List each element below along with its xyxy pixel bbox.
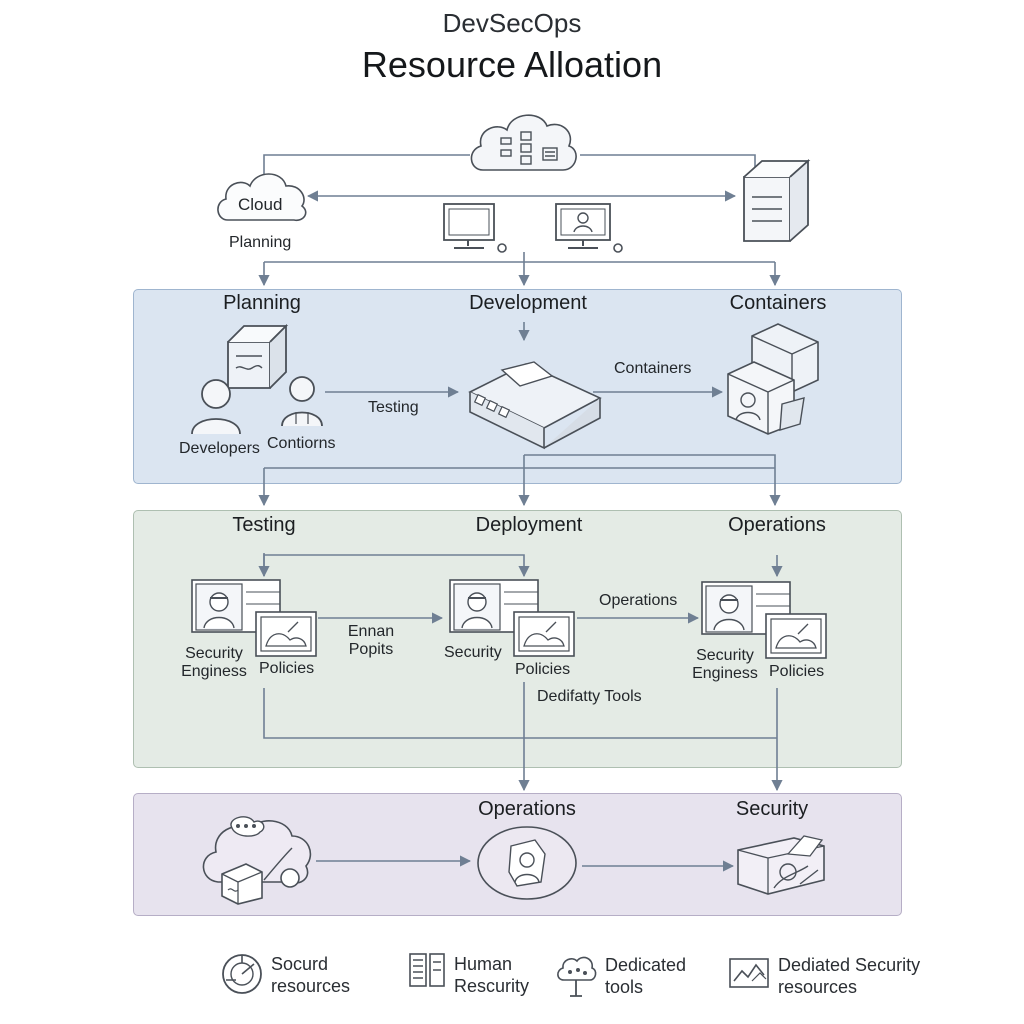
- security-label-2: Security: [444, 644, 502, 661]
- developer-person-icon: [191, 379, 241, 435]
- policies-label-1: Policies: [259, 660, 315, 677]
- cloud-tree-icon: [557, 956, 597, 997]
- header-planning: Planning: [223, 292, 301, 314]
- dedicated-tools-label: Dedifatty Tools: [537, 688, 642, 705]
- legend-dedicated-security-resources: Dediated Security resources: [778, 955, 921, 997]
- security-engineer-label-3: Security Enginess: [692, 647, 758, 683]
- monitor-icon: [443, 203, 507, 253]
- legend-human-security: Human Rescurity: [454, 954, 530, 996]
- security-engineer-text-1: Security Enginess: [181, 645, 247, 680]
- legend-secured-resources: Socurd resources: [271, 954, 351, 996]
- planning-caption: Planning: [229, 234, 292, 251]
- operations-arrow-label: Operations: [599, 592, 678, 609]
- cloud-label: Cloud: [238, 195, 283, 214]
- server-rack-icon: [409, 953, 445, 987]
- contions-label: Contiorns: [267, 435, 336, 452]
- testing-arrow-note-text: Ennan Popits: [347, 623, 395, 658]
- header-security-bottom: Security: [735, 798, 809, 820]
- security-card-icon: [449, 579, 575, 657]
- header-testing: Testing: [232, 514, 296, 536]
- chat-cloud-icon: [202, 816, 312, 905]
- header-containers: Containers: [729, 292, 827, 314]
- header-operations-bottom: Operations: [478, 798, 576, 820]
- development-platform-icon: [468, 361, 602, 450]
- contributor-person-icon: [281, 376, 323, 427]
- security-engineer-label-1: Security Enginess: [181, 645, 247, 681]
- containers-stack-icon: [727, 323, 819, 435]
- header-development: Development: [469, 292, 587, 314]
- diagram-subtitle: DevSecOps: [442, 8, 582, 38]
- package-box-icon: [227, 323, 289, 389]
- policies-label-2: Policies: [515, 661, 571, 678]
- header-operations: Operations: [728, 514, 826, 536]
- security-engineer-card-icon-2: [701, 581, 827, 659]
- diagram-title: Resource Alloation: [361, 44, 663, 85]
- cloud-server-icon: [470, 114, 577, 171]
- testing-arrow-label: Testing: [368, 399, 419, 416]
- operations-person-icon: [477, 826, 577, 900]
- legend-dedicated-tools: Dedicated tools: [605, 955, 687, 997]
- developers-label: Developers: [179, 440, 260, 457]
- security-chart-icon: [729, 958, 769, 988]
- testing-arrow-note: Ennan Popits: [348, 623, 394, 659]
- user-monitor-icon: [555, 203, 623, 253]
- security-engineer-card-icon: [191, 579, 317, 657]
- policies-label-3: Policies: [769, 663, 825, 680]
- cloud-icon: [217, 173, 307, 222]
- security-vault-icon: [737, 835, 825, 895]
- server-icon: [743, 158, 811, 242]
- containers-arrow-label: Containers: [614, 360, 692, 377]
- security-engineer-text-3: Security Enginess: [692, 647, 758, 682]
- header-deployment: Deployment: [475, 514, 583, 536]
- gauge-icon: [222, 954, 262, 994]
